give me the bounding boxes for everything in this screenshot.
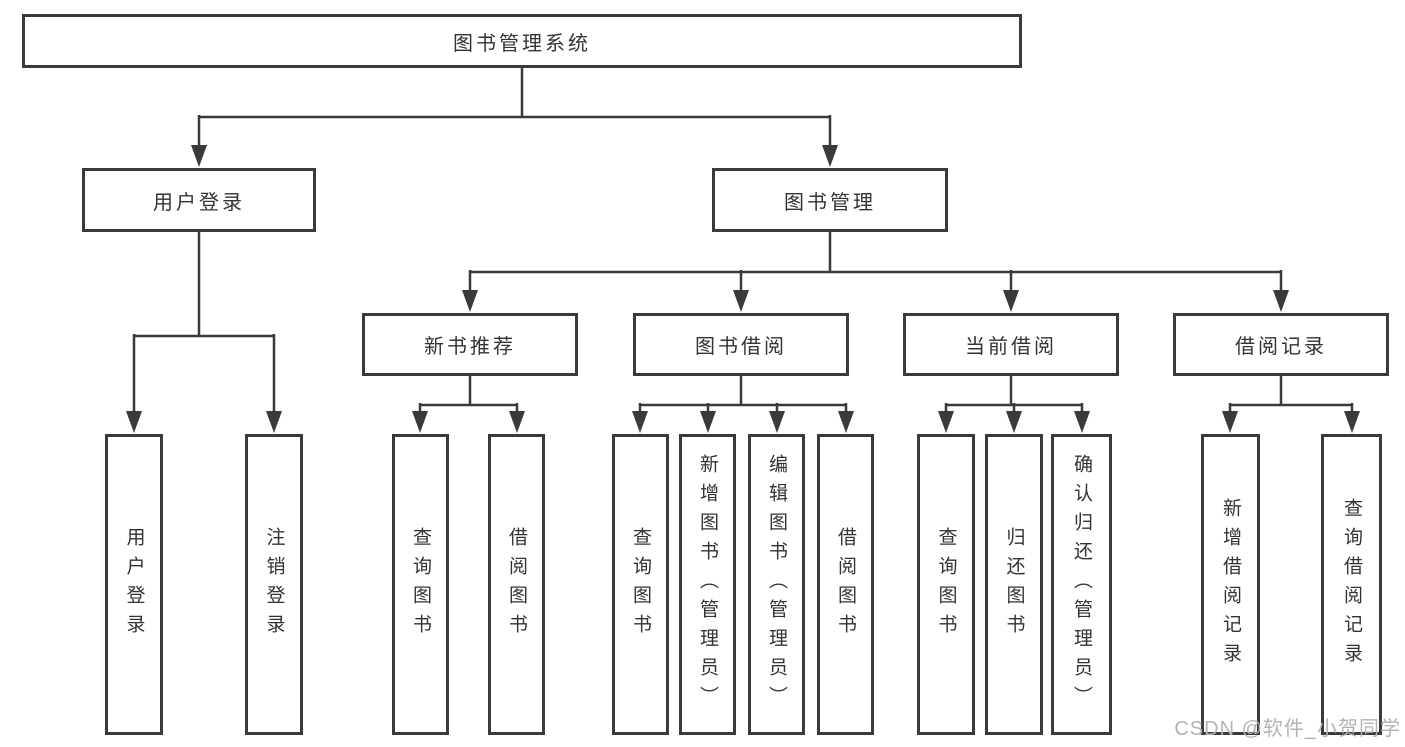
leaf-current-return-books-label: 归还图书 — [1003, 526, 1025, 643]
leaf-borrow-query-books-label: 查询图书 — [630, 526, 651, 643]
leaf-record-add-borrow-record: 新增借阅记录 — [1201, 434, 1260, 735]
node-book-management: 图书管理 — [712, 168, 948, 232]
connector-root — [191, 68, 838, 167]
leaf-current-query-books-label: 查询图书 — [935, 526, 957, 643]
leaf-borrow-add-books-admin: 新增图书（管理员） — [679, 434, 736, 735]
node-user-login-label: 用户登录 — [153, 191, 245, 214]
leaf-newbook-borrow-books: 借阅图书 — [488, 434, 545, 735]
node-new-book-recommend: 新书推荐 — [362, 313, 578, 376]
connector-book-management — [462, 232, 1289, 312]
node-borrow-record-label: 借阅记录 — [1235, 336, 1327, 358]
connector-current-borrow — [938, 376, 1090, 433]
node-book-management-label: 图书管理 — [784, 191, 876, 214]
connector-new-book-recommend — [412, 376, 525, 433]
connector-user-login — [126, 232, 282, 433]
leaf-logout-login: 注销登录 — [245, 434, 303, 735]
leaf-logout-login-label: 注销登录 — [263, 526, 285, 643]
leaf-current-return-books: 归还图书 — [985, 434, 1043, 735]
leaf-newbook-borrow-books-label: 借阅图书 — [506, 526, 527, 643]
leaf-current-confirm-return-admin: 确认归还（管理员） — [1051, 434, 1112, 735]
leaf-newbook-query-books-label: 查询图书 — [410, 526, 431, 643]
node-current-borrow-label: 当前借阅 — [965, 336, 1057, 358]
connector-borrow-record — [1222, 376, 1360, 433]
node-user-login: 用户登录 — [82, 168, 316, 232]
csdn-watermark: CSDN @软件_小贺同学 — [1174, 718, 1401, 740]
connector-book-borrow — [632, 376, 854, 433]
leaf-newbook-query-books: 查询图书 — [392, 434, 449, 735]
node-root: 图书管理系统 — [22, 14, 1022, 68]
node-borrow-record: 借阅记录 — [1173, 313, 1389, 376]
leaf-borrow-borrow-books-label: 借阅图书 — [835, 526, 856, 643]
node-root-label: 图书管理系统 — [453, 32, 591, 55]
node-current-borrow: 当前借阅 — [903, 313, 1119, 376]
node-book-borrow: 图书借阅 — [633, 313, 849, 376]
leaf-borrow-borrow-books: 借阅图书 — [817, 434, 874, 735]
leaf-borrow-add-books-admin-label: 新增图书（管理员） — [697, 454, 718, 715]
leaf-current-query-books: 查询图书 — [917, 434, 975, 735]
leaf-record-add-borrow-record-label: 新增借阅记录 — [1220, 497, 1241, 672]
leaf-record-query-borrow-record: 查询借阅记录 — [1321, 434, 1382, 735]
leaf-borrow-edit-books-admin: 编辑图书（管理员） — [748, 434, 805, 735]
leaf-current-confirm-return-admin-label: 确认归还（管理员） — [1071, 454, 1092, 715]
leaf-borrow-query-books: 查询图书 — [612, 434, 669, 735]
leaf-record-query-borrow-record-label: 查询借阅记录 — [1341, 497, 1362, 672]
node-new-book-recommend-label: 新书推荐 — [424, 336, 516, 358]
leaf-borrow-edit-books-admin-label: 编辑图书（管理员） — [766, 454, 787, 715]
leaf-user-login: 用户登录 — [105, 434, 163, 735]
leaf-user-login-label: 用户登录 — [123, 526, 145, 643]
node-book-borrow-label: 图书借阅 — [695, 336, 787, 358]
